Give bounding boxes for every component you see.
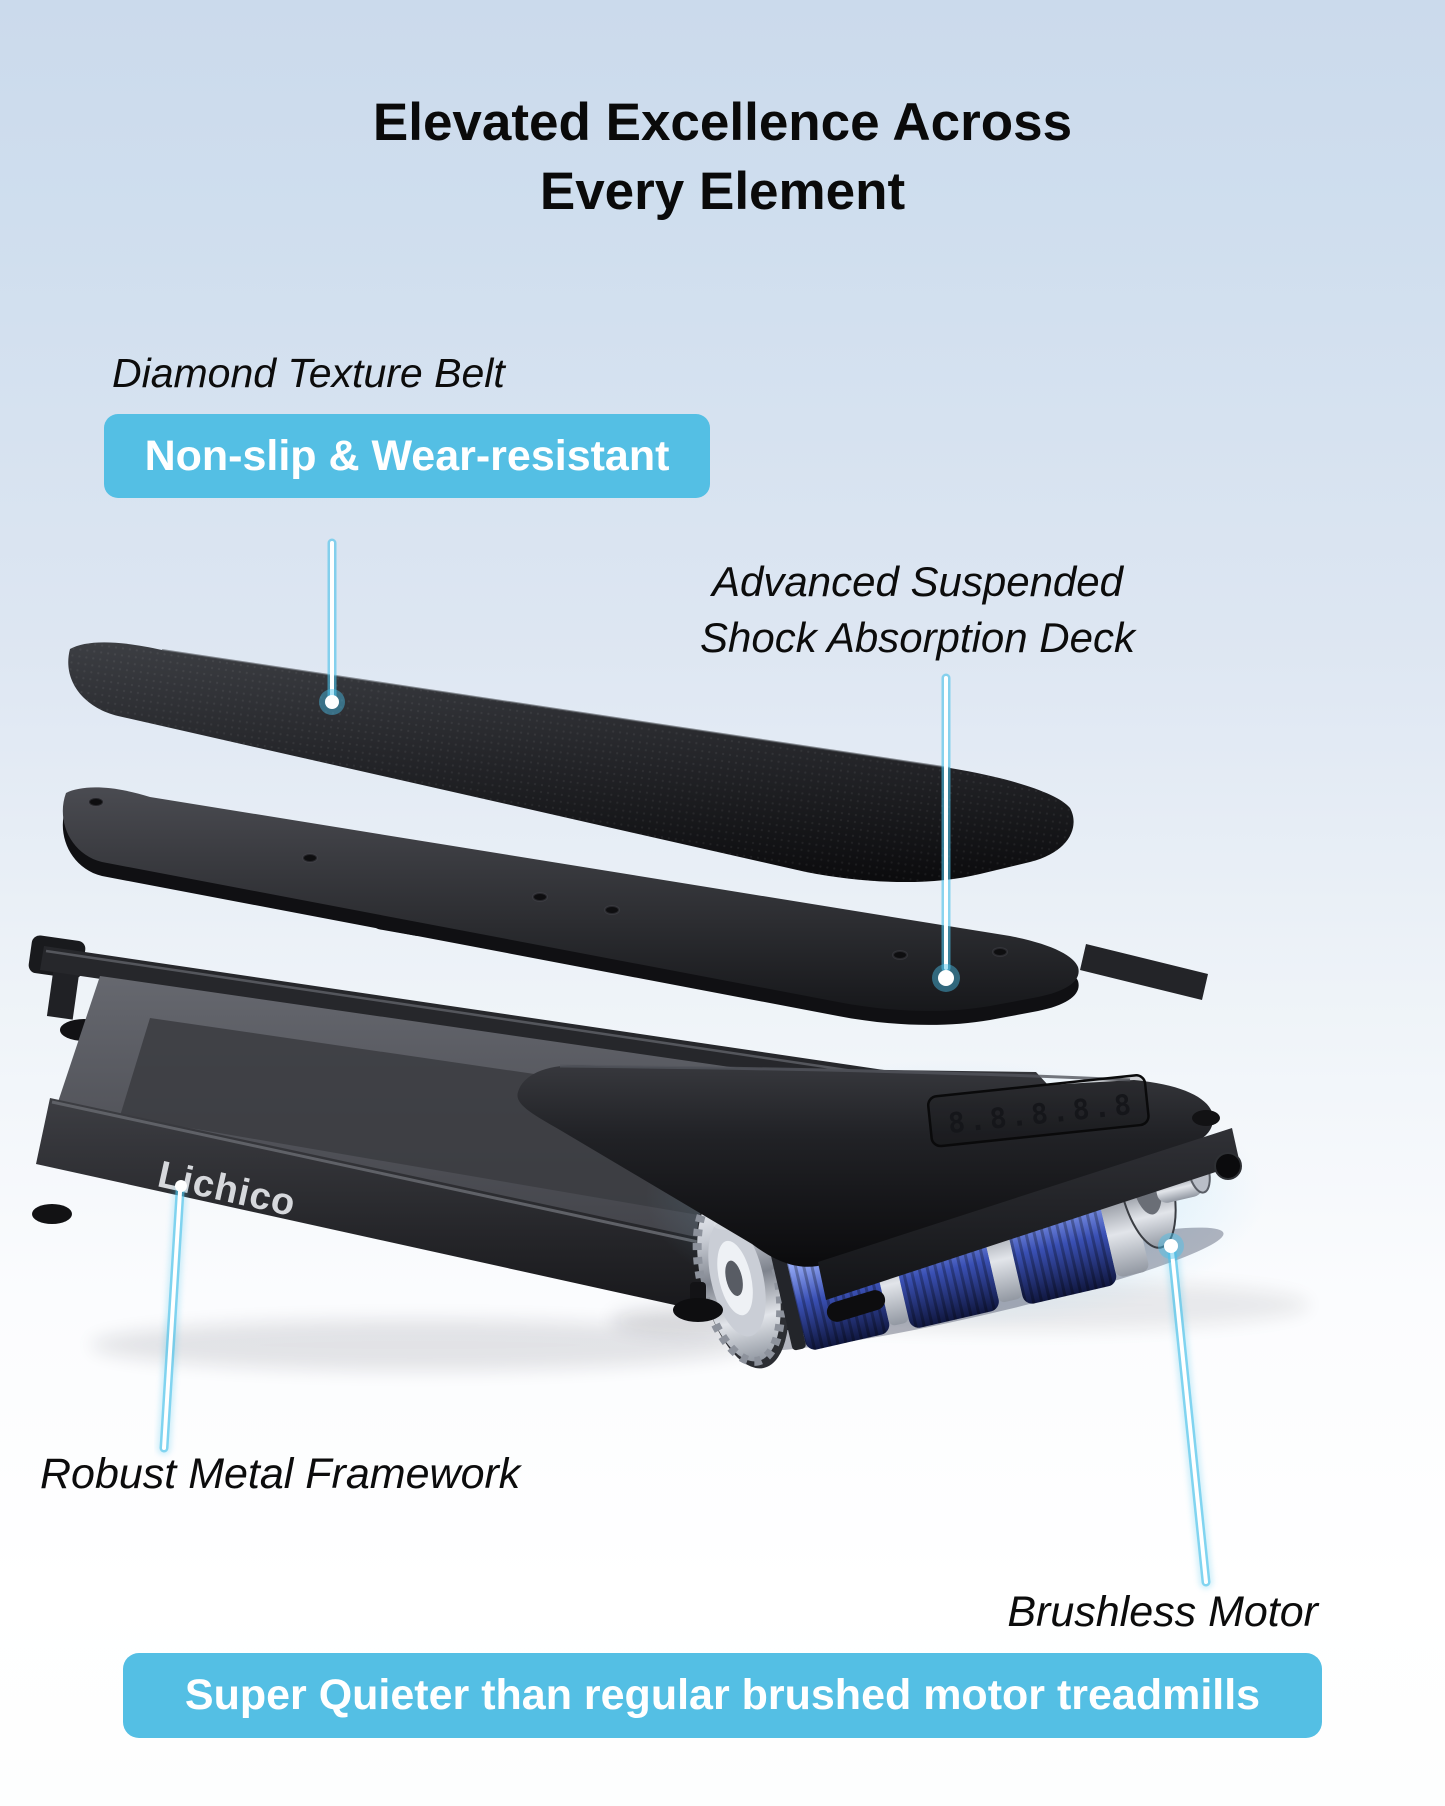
deck-label-line1: Advanced Suspended: [712, 558, 1123, 605]
callout-line-frame: [157, 1180, 187, 1455]
callout-line-belt: [319, 536, 345, 715]
page-title-line2: Every Element: [539, 162, 906, 222]
deck-layer: [62, 787, 1079, 1025]
callout-line-motor: [1158, 1233, 1213, 1589]
belt-label: Diamond Texture Belt: [112, 350, 505, 396]
motor-cover: 8.8.8.8.8: [517, 1064, 1214, 1267]
deck-label-line2: Shock Absorption Deck: [700, 614, 1135, 662]
deck-label: Advanced Suspended Shock Absorption Deck: [650, 554, 1185, 667]
belt-layer: [68, 642, 1074, 883]
callout-line-deck: [932, 671, 960, 992]
deck-screw-holes: [88, 797, 1008, 960]
page-title-line1: Elevated Excellence Across: [372, 92, 1073, 152]
frame-right-bracket: [1080, 944, 1208, 1000]
belt-feature-badge: Non-slip & Wear-resistant: [104, 414, 710, 498]
quiet-banner: Super Quieter than regular brushed motor…: [123, 1653, 1322, 1738]
motor-label: Brushless Motor: [1007, 1588, 1318, 1636]
frame-label: Robust Metal Framework: [40, 1450, 521, 1498]
frame-front-rail: [673, 1110, 1242, 1322]
